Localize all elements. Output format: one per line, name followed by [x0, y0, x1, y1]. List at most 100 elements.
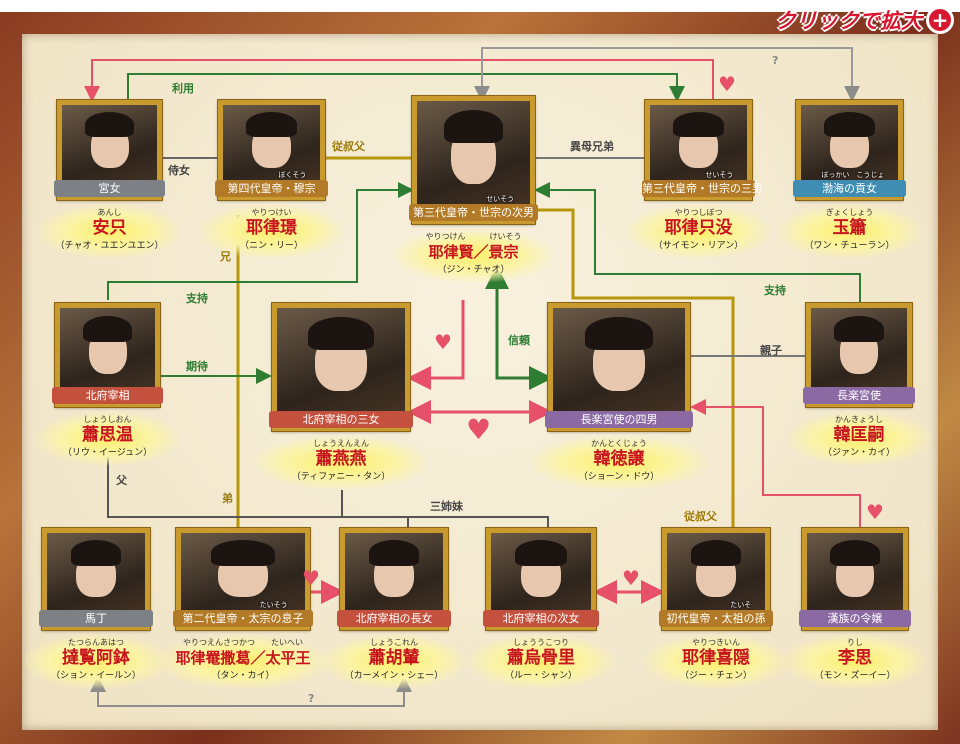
name-ruby: ぎょくしょう [825, 208, 874, 217]
character-card-yelu-xiyin[interactable]: 初代皇帝・太祖の孫たいそ やりつきいん耶律喜隠 （ジー・チェン） [637, 527, 795, 689]
line-use [127, 73, 685, 102]
character-name: 蕭烏骨里 [507, 648, 575, 668]
relation-label: 従叔父 [684, 510, 717, 523]
role-label: 第四代皇帝・穆宗 [215, 180, 328, 197]
relation-label: ? [772, 54, 779, 67]
relation-label: 従叔父 [332, 140, 365, 153]
character-name: 李思 [838, 648, 872, 668]
actor-name: （ション・イールン） [51, 671, 141, 681]
character-card-yelu-yansage[interactable]: 第二代皇帝・太宗の息子たいそう やりつえんさつかつ たいへい耶律罨撒葛／太平王 （… [151, 527, 335, 689]
role-label: 北府宰相の次女 [483, 610, 599, 627]
character-name: 耶律賢／景宗 [428, 243, 519, 261]
portrait-photo: 長楽宮使の四男 [545, 302, 693, 432]
click-to-enlarge-button[interactable]: クリックで拡大 + [775, 4, 954, 36]
character-card-yuxiao[interactable]: 渤海の貢女ぼっかい こうじょ ぎょくしょう玉簫（ワン・チューラン） [771, 99, 928, 259]
actor-name: （リウ・イージュン） [62, 448, 153, 458]
role-label: 初代皇帝・太祖の孫 [659, 610, 773, 627]
character-card-han-kuangsi[interactable]: 長楽宮使 かんきょうし韓匡嗣 （ジァン・カイ） [781, 302, 937, 466]
character-name: 撻覧阿鉢 [62, 648, 130, 668]
portrait-photo: 長楽宮使 [803, 302, 915, 408]
line-romance-anshi [84, 59, 714, 102]
character-name: 安只 [92, 218, 127, 238]
name-ruby: たつらんあはつ [68, 638, 124, 647]
character-name: 耶律璟 [246, 218, 297, 238]
name-ruby: しょうしおん [83, 415, 132, 424]
actor-name: （チャオ・ユエンユエン） [55, 241, 164, 251]
role-ruby: ぼっかい こうじょ [821, 171, 885, 179]
portrait-photo: 第二代皇帝・太宗の息子たいそう [173, 527, 313, 631]
character-name: 韓匡嗣 [833, 425, 885, 445]
actor-name: （カーメイン・シェー） [344, 671, 444, 681]
relation-label: ? [308, 692, 315, 705]
name-ruby: やりつきいん [691, 638, 741, 647]
character-card-yelu-zhimo[interactable]: 第三代皇帝・世宗の三男せいそう やりつしぼつ耶律只没（サイモン・リアン） [620, 99, 777, 259]
actor-name: （ショーン・ドウ） [578, 472, 660, 482]
relation-label: 三姉妹 [430, 500, 463, 513]
name-ruby: やりつえんさつかつ たいへい [182, 638, 304, 647]
character-card-anshi[interactable]: 宮女 あんし安只（チャオ・ユエンユエン） [32, 99, 187, 259]
character-name: 蕭胡輦 [368, 648, 420, 668]
role-label: 長楽宮使 [803, 387, 915, 404]
character-name: 玉簫 [832, 218, 867, 238]
portrait-photo: 第三代皇帝・世宗の次男せいそう [409, 95, 538, 225]
character-name: 蕭燕燕 [315, 449, 367, 469]
character-name: 耶律罨撒葛／太平王 [175, 649, 311, 667]
character-card-xiao-siwen[interactable]: 北府宰相 しょうしおん蕭思温（リウ・イージュン） [30, 302, 185, 466]
character-card-xiao-yanyan[interactable]: 北府宰相の三女 しょうえんえん蕭燕燕（ティファニー・タン） [247, 302, 435, 490]
heart-icon: ♥ [866, 500, 884, 524]
relation-label: 父 [116, 474, 127, 487]
role-label: 北府宰相 [52, 387, 163, 404]
character-name: 韓徳譲 [593, 449, 645, 469]
relation-label: 期待 [186, 360, 208, 373]
role-label: 第三代皇帝・世宗の次男 [409, 204, 538, 221]
character-card-xiao-wuguli[interactable]: 北府宰相の次女 しょううこつり蕭烏骨里（ルー・シャン） [461, 527, 621, 689]
relation-label: 異母兄弟 [570, 140, 614, 153]
relation-label: 信頼 [508, 334, 530, 347]
line-sisters [107, 447, 549, 528]
heart-icon: ♥ [718, 72, 736, 96]
heart-icon: ♥ [434, 330, 452, 354]
actor-name: （タン・カイ） [211, 671, 275, 681]
role-label: 第三代皇帝・世宗の三男 [642, 180, 763, 197]
actor-name: （ジー・チェン） [679, 671, 752, 681]
name-ruby: かんきょうし [835, 415, 883, 424]
relation-label: 支持 [186, 292, 208, 305]
actor-name: （ニン・リー） [239, 241, 303, 251]
heart-icon: ♥ [302, 566, 320, 590]
character-name: 耶律只没 [664, 218, 733, 238]
portrait-photo: 北府宰相 [52, 302, 163, 408]
name-ruby: かんとくじょう [591, 439, 647, 448]
actor-name: （ワン・チューラン） [804, 241, 895, 251]
role-label: 北府宰相の三女 [269, 411, 413, 428]
actor-name: （ルー・シャン） [504, 671, 577, 681]
character-card-yelu-jing[interactable]: 第四代皇帝・穆宗ぼくそう やりつけい耶律璟 （ニン・リー） [193, 99, 350, 259]
role-ruby: たいそ [730, 601, 752, 609]
name-ruby: やりつけい [251, 208, 292, 217]
name-ruby: やりつしぼつ [674, 208, 723, 217]
name-ruby: しょうこれん [370, 638, 418, 647]
relation-label: 支持 [764, 284, 786, 297]
actor-name: （ジァン・カイ） [822, 448, 895, 458]
character-card-xiao-hunian[interactable]: 北府宰相の長女 しょうこれん蕭胡輦（カーメイン・シェー） [315, 527, 473, 689]
character-name: 耶律喜隠 [682, 648, 750, 668]
role-ruby: たいそう [259, 601, 288, 609]
character-card-han-derang[interactable]: 長楽宮使の四男 かんとくじょう韓徳譲 （ショーン・ドウ） [523, 302, 715, 490]
portrait-photo: 第四代皇帝・穆宗ぼくそう [215, 99, 328, 201]
actor-name: （モン・ズーイー） [814, 671, 896, 681]
role-ruby: せいそう [486, 195, 515, 203]
relation-label: 侍女 [168, 164, 190, 177]
name-ruby: やりつけん けいそう [425, 232, 522, 241]
name-ruby: あんし [97, 208, 122, 217]
actor-name: （サイモン・リアン） [653, 241, 744, 251]
role-label: 長楽宮使の四男 [545, 411, 693, 428]
line-uncle-right [535, 208, 735, 528]
character-card-yelu-xian[interactable]: 第三代皇帝・世宗の次男せいそう やりつけん けいそう耶律賢／景宗（ジン・チャオ） [387, 95, 560, 283]
line-unknown-top [474, 47, 860, 102]
line-romance-yanyan [407, 300, 465, 390]
character-card-lisi[interactable]: 漢族の令嬢 りし李思（モン・ズーイー） [777, 527, 933, 689]
portrait-photo: 北府宰相の次女 [483, 527, 599, 631]
relation-label: 兄 [220, 250, 231, 263]
role-ruby: ぼくそう [278, 171, 307, 179]
relation-label: 弟 [222, 492, 233, 505]
